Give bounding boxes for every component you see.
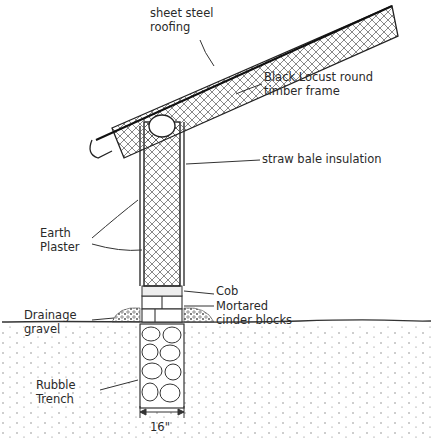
cob-layer <box>142 286 182 296</box>
part-label: sheet steel roofing <box>150 6 228 34</box>
part-label: Drainage gravel <box>24 308 92 336</box>
rubble-stones <box>142 327 181 402</box>
part-label: Rubble Trench <box>36 378 100 406</box>
cinder-blocks <box>142 296 182 322</box>
timber-beam <box>149 115 175 137</box>
part-label: straw bale insulation <box>262 152 427 166</box>
soil-texture <box>0 324 433 440</box>
rubble-trench <box>140 324 184 408</box>
part-label: 16" <box>150 420 190 434</box>
gravel-right <box>184 308 214 322</box>
part-label: Cob <box>216 284 276 298</box>
leader-lines <box>92 40 262 390</box>
part-label: Mortared cinder blocks <box>216 299 296 327</box>
roof-insulation <box>112 6 398 158</box>
width-dimension <box>140 406 184 418</box>
gravel-left <box>112 308 140 322</box>
gutter <box>90 140 112 158</box>
part-label: Black Locust round timber frame <box>264 70 394 98</box>
part-label: Earth Plaster <box>40 226 92 254</box>
